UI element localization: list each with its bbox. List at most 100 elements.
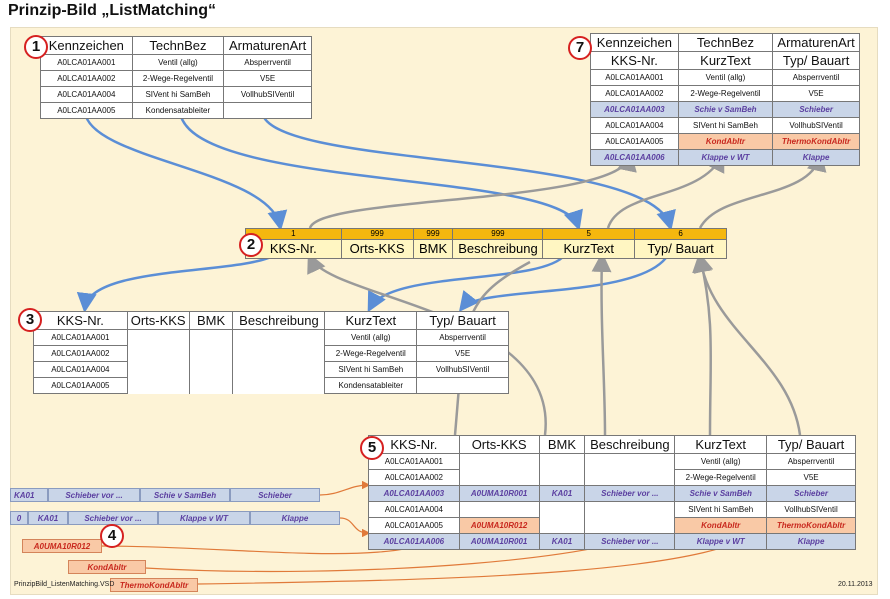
t3-cell: A0LCA01AA004: [33, 361, 128, 378]
t5-cell: Klappe v WT: [674, 533, 768, 550]
t7-cell: Schie v SamBeh: [677, 101, 774, 118]
t7-cell: 2-Wege-Regelventil: [677, 85, 774, 102]
t1-cell: VollhubSIVentil: [223, 86, 312, 103]
source-strip-cell: Schieber vor ...: [68, 511, 158, 525]
t5-cell: V5E: [766, 469, 856, 486]
source-orange-box: A0UMA10R012: [22, 539, 102, 553]
t1-cell: Ventil (allg): [131, 54, 225, 71]
map-arrow-kennzeichen: [83, 111, 288, 231]
source-orange-box: KondAbltr: [68, 560, 146, 574]
t5-cell: 2-Wege-Regelventil: [674, 469, 768, 486]
t1-cell: A0LCA01AA005: [40, 102, 133, 119]
t3-header: BMK: [188, 311, 234, 330]
t7-cell: Absperrventil: [772, 69, 860, 86]
t1-header: ArmaturenArt: [223, 36, 312, 55]
map-arrow-typ-to-t3: [458, 254, 670, 312]
t5-cell: Ventil (allg): [674, 453, 768, 470]
t7-cell: A0LCA01AA002: [590, 85, 679, 102]
gray-arrow-from-t5-typ: [693, 252, 714, 436]
t3-header: Beschreibung: [232, 311, 326, 330]
t2-index: 999: [340, 228, 414, 240]
source-strip-cell: 0: [10, 511, 28, 525]
t3-header: KurzText: [324, 311, 418, 330]
t2-header: BMK: [412, 239, 454, 259]
t3-cell: [188, 361, 234, 378]
t3-cell: [232, 329, 326, 346]
t1-cell: A0LCA01AA001: [40, 54, 133, 71]
t1-cell: 2-Wege-Regelventil: [131, 70, 225, 87]
t2-header: KurzText: [542, 239, 636, 259]
t5-cell: Schieber vor ...: [584, 533, 676, 550]
t5-header: BMK: [538, 435, 586, 454]
t5-cell: [584, 517, 676, 534]
t7-cell: Klappe: [772, 149, 860, 166]
t5-cell: A0LCA01AA003: [368, 485, 460, 502]
source-strip-cell: Klappe v WT: [158, 511, 250, 525]
t5-cell: [538, 517, 586, 534]
source-strip-cell: KA01: [28, 511, 68, 525]
t5-cell: [458, 501, 540, 518]
t5-cell: Schieber vor ...: [584, 485, 676, 502]
source-strip-cell: Schieber vor ...: [48, 488, 140, 502]
t3-cell: A0LCA01AA001: [33, 329, 128, 346]
t3-cell: V5E: [416, 345, 509, 362]
footer-filename: PrinzipBild_ListenMatching.VSD: [14, 581, 115, 588]
t5-cell: [538, 453, 586, 470]
map-arrow-kurztext-to-t3: [367, 254, 566, 313]
t7-cell: A0LCA01AA004: [590, 117, 679, 134]
t3-cell: [126, 361, 190, 378]
t5-cell: [584, 469, 676, 486]
page-title: Prinzip-Bild „ListMatching“: [8, 2, 216, 19]
t7-cell: A0LCA01AA003: [590, 101, 679, 118]
map-arrow-technbez: [178, 111, 583, 231]
gray-arrow-to-t7-kks: [308, 151, 637, 229]
t1-header: Kennzeichen: [40, 36, 133, 55]
t5-header: Typ/ Bauart: [766, 435, 856, 454]
t5-cell: A0LCA01AA005: [368, 517, 460, 534]
source-strip-cell: Klappe: [250, 511, 340, 525]
t2-index: 999: [452, 228, 544, 240]
t7-cell: Ventil (allg): [677, 69, 774, 86]
t7-cell: ThermoKondAbltr: [772, 133, 860, 150]
t7-cell: VollhubSIVentil: [772, 117, 860, 134]
t5-cell: A0LCA01AA006: [368, 533, 460, 550]
t5-cell: Schieber: [766, 485, 856, 502]
t2-header: Beschreibung: [452, 239, 544, 259]
t3-cell: A0LCA01AA005: [33, 377, 128, 394]
orange-arrow-strip1: [319, 480, 371, 496]
t5-cell: Klappe: [766, 533, 856, 550]
source-strip-cell: Schieber: [230, 488, 320, 502]
step-badge-7: 7: [568, 36, 592, 60]
t3-cell: SIVent hi SamBeh: [324, 361, 418, 378]
t3-cell: [232, 361, 326, 378]
t7-cell: A0LCA01AA006: [590, 149, 679, 166]
step-badge-5: 5: [360, 436, 384, 460]
t3-cell: [188, 345, 234, 362]
source-strip-cell: Schie v SamBeh: [140, 488, 230, 502]
t7-cell: Schieber: [772, 101, 860, 118]
t7-cell: V5E: [772, 85, 860, 102]
t1-cell: V5E: [223, 70, 312, 87]
t1-cell: A0LCA01AA004: [40, 86, 133, 103]
t5-cell: Schie v SamBeh: [674, 485, 768, 502]
t3-cell: A0LCA01AA002: [33, 345, 128, 362]
t7-header: ArmaturenArt: [772, 33, 860, 52]
step-badge-4: 4: [100, 524, 124, 548]
t3-cell: [126, 345, 190, 362]
t2-header: KKS-Nr.: [245, 239, 342, 259]
t2-index: 999: [412, 228, 454, 240]
t7-cell: A0LCA01AA001: [590, 69, 679, 86]
t1-cell: Kondensatableiter: [131, 102, 225, 119]
t7-header: KKS-Nr.: [590, 51, 679, 70]
t5-header: Beschreibung: [584, 435, 676, 454]
